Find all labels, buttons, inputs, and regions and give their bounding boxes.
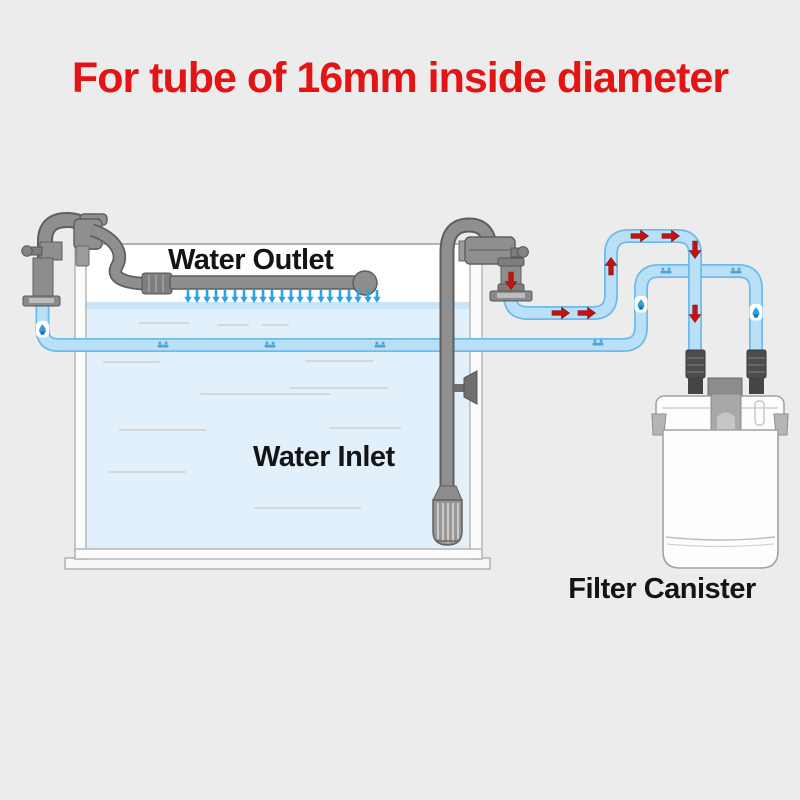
filter-canister [651,349,789,569]
inlet-hose [503,229,702,362]
water-drop-icon [634,296,648,313]
water-inlet-label: Water Inlet [253,441,395,473]
filter-canister-label: Filter Canister [568,573,756,605]
water-outlet-pipe [21,211,378,307]
water-outlet-label: Water Outlet [168,244,334,276]
water-drop-icon [749,304,763,321]
aquarium-tank [64,242,491,570]
water-drop-icon [36,321,49,338]
canister-body [662,429,779,569]
water-ripples [103,322,401,509]
water-inlet-pipe [432,217,533,546]
spray-bar [169,275,363,290]
intake-strainer [432,485,463,546]
water-surface-line [86,302,471,309]
canister-hose-fittings [685,349,767,394]
suction-cup [454,370,478,405]
spray-bar-end-cap [352,270,378,296]
outflow-wall-clamp [75,245,90,267]
page-title: For tube of 16mm inside diameter [71,54,729,102]
